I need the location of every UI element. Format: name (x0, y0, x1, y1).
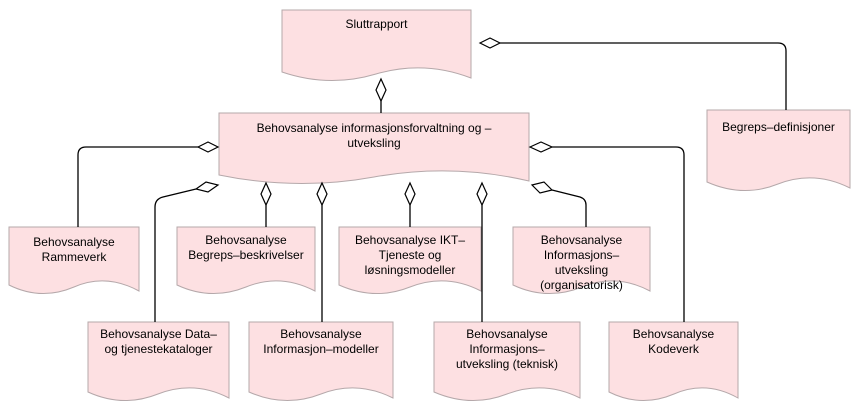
connector-data-tjeneste-to-main (154, 188, 197, 322)
aggregation-diamond-main-right (528, 141, 554, 153)
node-shape-kodeverk[interactable] (608, 321, 739, 402)
node-shape-rammeverk[interactable] (8, 226, 140, 295)
connector-kodeverk-to-main (552, 146, 685, 322)
node-label-info-modeller: Behovsanalyse Informasjon–modeller (263, 327, 379, 356)
aggregation-diamond-ikt (404, 181, 416, 207)
node-shape-main[interactable] (218, 112, 530, 185)
node-label-main: Behovsanalyse informasjonsforvaltning og… (256, 121, 492, 150)
node-shape-info-org[interactable] (512, 226, 651, 295)
aggregation-diamond-info-modeller (316, 181, 328, 207)
node-label-info-org: Behovsanalyse Informasjons– utveksling (… (540, 233, 623, 292)
node-shape-ikt[interactable] (338, 226, 482, 295)
node-shape-begreps-definisjoner[interactable] (706, 109, 851, 192)
node-shape-sluttrapport[interactable] (281, 9, 472, 81)
node-shape-data-tjeneste[interactable] (87, 321, 230, 402)
node-label-info-teknisk: Behovsanalyse Informasjons– utveksling (… (455, 327, 559, 371)
node-label-ikt: Behovsanalyse IKT– Tjeneste og løsningsm… (354, 233, 466, 277)
node-label-rammeverk: Behovsanalyse Rammeverk (33, 235, 115, 264)
node-label-kodeverk: Behovsanalyse Kodeverk (632, 327, 715, 356)
aggregation-diamond-main-lower-left (194, 181, 220, 193)
aggregation-diamond-beskrivelser (260, 181, 272, 207)
node-label-begreps-beskrivelser: Behovsanalyse Begreps–beskrivelser (188, 233, 304, 262)
aggregation-diamond-sluttrapport-right (478, 37, 502, 49)
node-label-sluttrapport: Sluttrapport (345, 17, 408, 31)
connector-rammeverk-to-main (77, 146, 198, 227)
connector-definisjoner-to-sluttrapport (500, 42, 787, 110)
aggregation-diamond-info-org (530, 181, 554, 194)
node-shape-info-teknisk[interactable] (433, 321, 581, 402)
aggregation-diamond-main-left (196, 141, 220, 153)
connector-info-org-to-main (551, 189, 587, 227)
aggregation-diamond-sluttrapport-bottom (375, 77, 387, 103)
node-label-begreps-definisjoner: Begreps–definisjoner (722, 120, 835, 134)
node-label-data-tjeneste: Behovsanalyse Data– og tjenestekataloger (100, 327, 217, 356)
node-shape-info-modeller[interactable] (248, 321, 394, 402)
aggregation-diamond-info-teknisk (476, 181, 488, 207)
node-shape-begreps-beskrivelser[interactable] (176, 226, 316, 295)
